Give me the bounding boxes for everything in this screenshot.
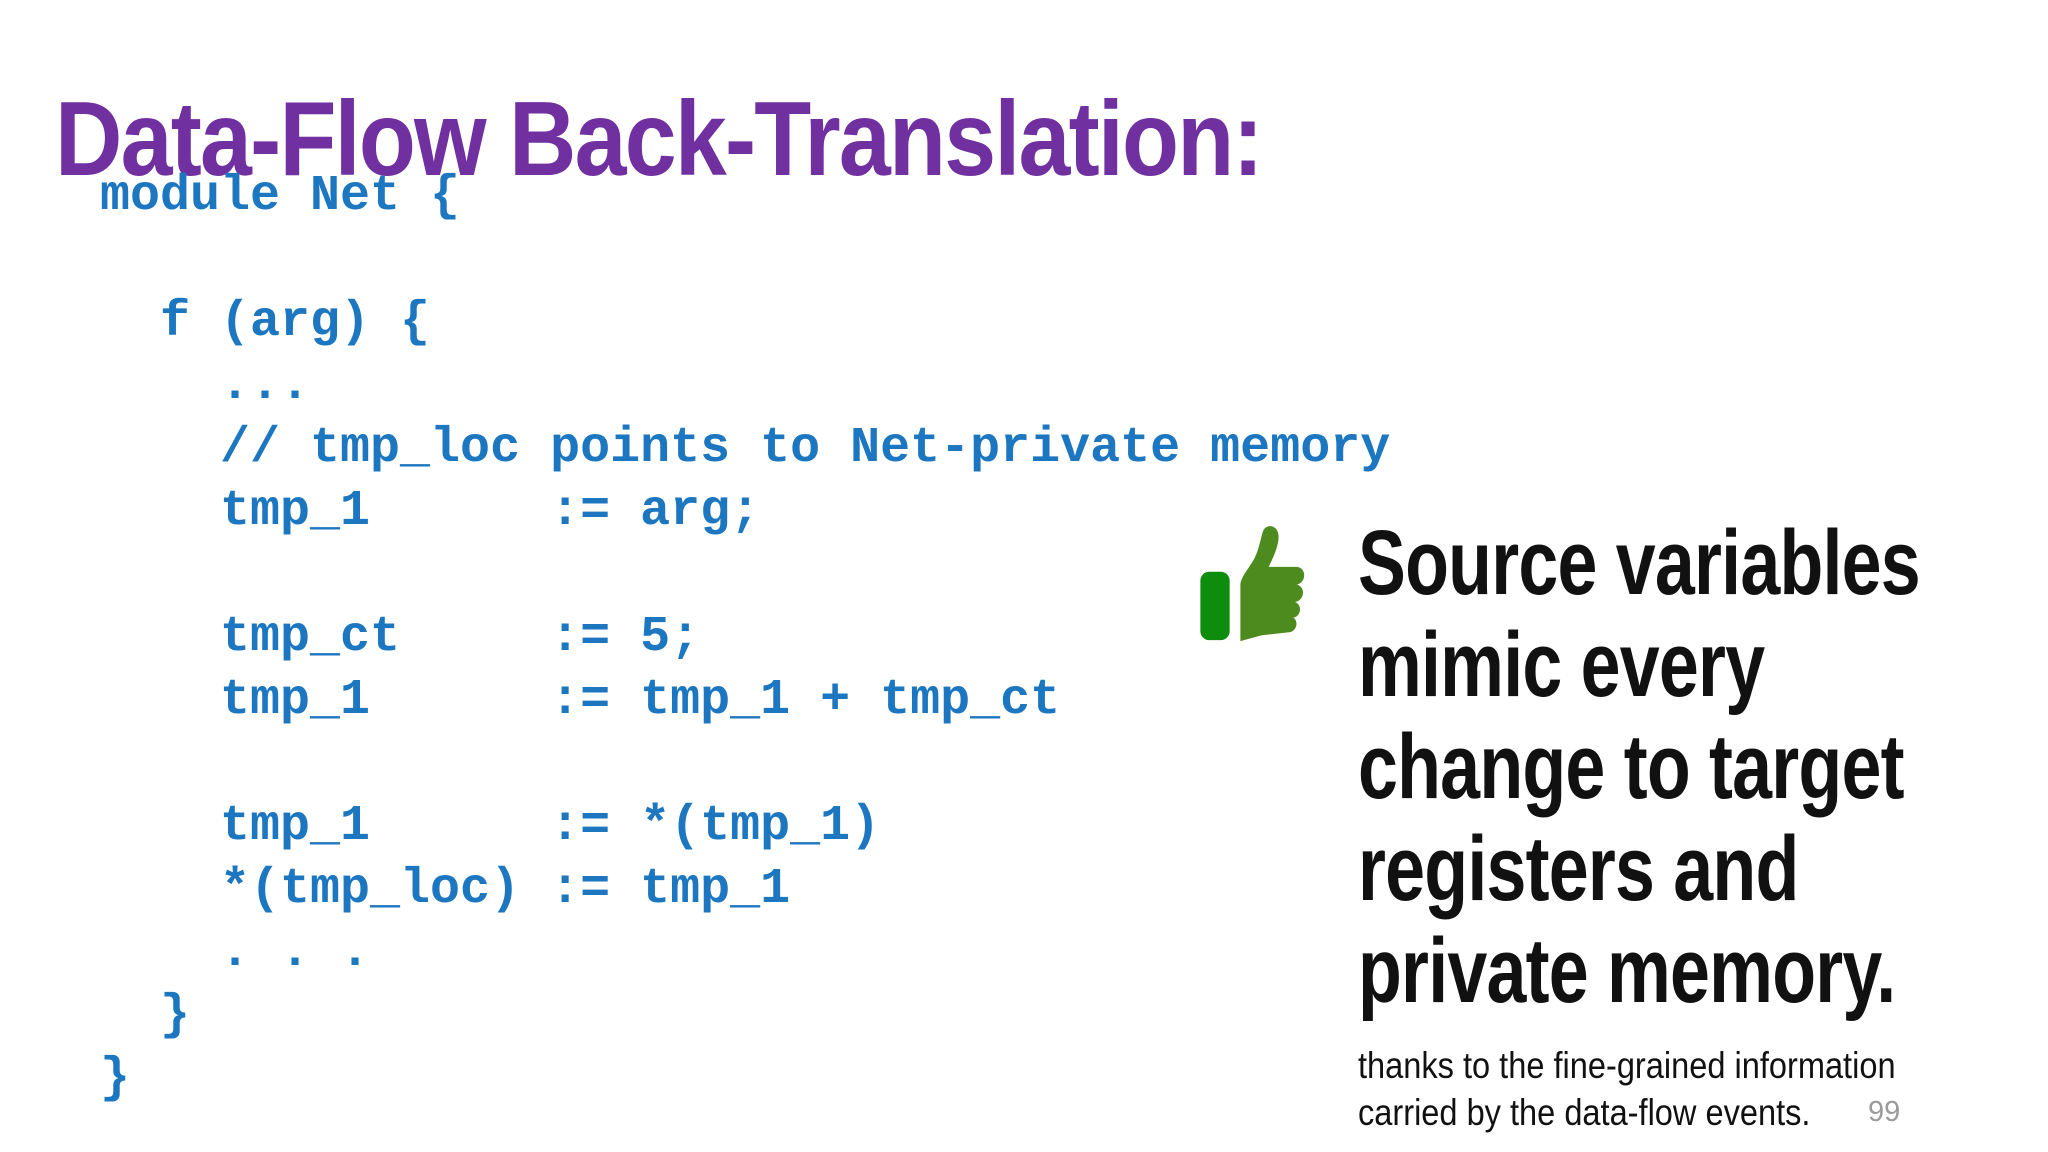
callout-line: change to target <box>1358 716 1905 818</box>
page-number: 99 <box>1868 1096 1901 1128</box>
callout-line: registers and <box>1358 818 1799 920</box>
thumbs-up-icon <box>1200 526 1305 642</box>
callout-line: private memory. <box>1358 920 1896 1022</box>
code-block: module Net { f (arg) { ... // tmp_loc po… <box>100 168 1391 1107</box>
callout-line: Source variables <box>1358 512 1921 614</box>
callout-subtext: thanks to the fine-grained information c… <box>1358 1042 1896 1136</box>
callout-text: Source variables mimic every change to t… <box>1358 512 1921 1022</box>
callout-line: mimic every <box>1358 614 1765 716</box>
callout-subtext-line: thanks to the fine-grained information <box>1358 1045 1896 1086</box>
slide-title: Data-Flow Back-Translation: <box>55 80 1264 199</box>
callout-subtext-line: carried by the data-flow events. <box>1358 1092 1811 1133</box>
